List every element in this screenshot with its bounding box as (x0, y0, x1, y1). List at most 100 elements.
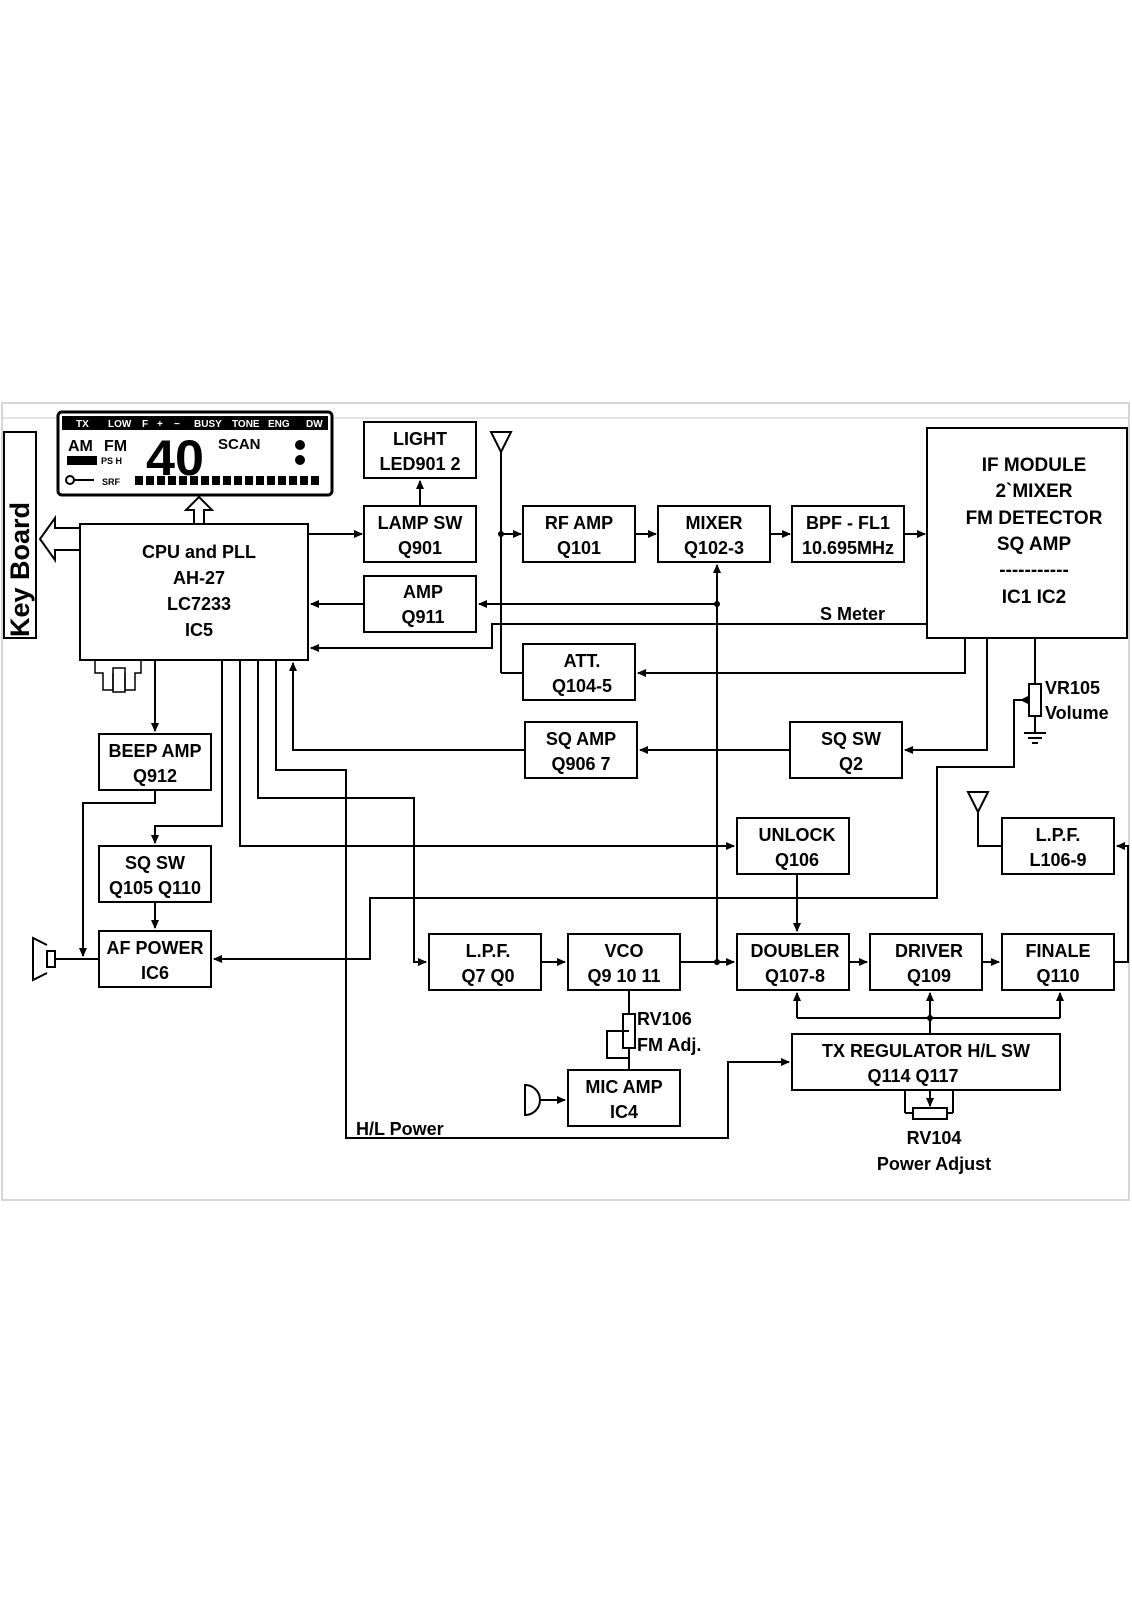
svg-text:Q106: Q106 (775, 850, 819, 870)
svg-text:Q2: Q2 (839, 754, 863, 774)
transmit-antenna-icon (966, 791, 1002, 847)
svg-text:Q901: Q901 (398, 538, 442, 558)
lcd-mode-fm: FM (104, 438, 127, 455)
keyboard-label: Key Board (3, 431, 37, 639)
svg-text:Q105 Q110: Q105 Q110 (109, 878, 201, 898)
block-cpu: CPU and PLL AH-27 LC7233 IC5 (79, 523, 309, 661)
block-finale: FINALE Q110 (1001, 933, 1115, 991)
svg-text:-----------: ----------- (999, 560, 1069, 581)
svg-text:LAMP SW: LAMP SW (378, 513, 463, 533)
block-mixer: MIXER Q102-3 (657, 505, 771, 563)
svg-text:BUSY: BUSY (194, 419, 222, 430)
svg-text:Q9 10 11: Q9 10 11 (587, 966, 660, 986)
ground-icon (1024, 716, 1046, 744)
block-lpf-vco: L.P.F. Q7 Q0 (428, 933, 542, 991)
receive-antenna-icon (489, 431, 513, 673)
block-sq-amp: SQ AMP Q906 7 (524, 721, 638, 779)
lcd-dot-bottom (295, 455, 305, 465)
svg-text:Q104-5: Q104-5 (552, 676, 612, 696)
svg-text:LED901 2: LED901 2 (379, 454, 460, 474)
lcd-top-segments: TX LOW F + − BUSY TONE ENG DW (76, 419, 323, 430)
lcd-sub-text: PS H (101, 456, 122, 466)
svg-text:Q107-8: Q107-8 (765, 966, 825, 986)
signal-lines (55, 480, 1129, 1139)
crystal-icon (94, 660, 142, 693)
rv106-label: RV106 (637, 1009, 692, 1029)
rv106-sub-label: FM Adj. (637, 1035, 701, 1055)
svg-text:RF AMP: RF AMP (545, 513, 613, 533)
svg-text:TONE: TONE (232, 419, 260, 430)
lcd-mode-am: AM (68, 438, 93, 455)
block-doubler: DOUBLER Q107-8 (736, 933, 850, 991)
svg-text:SQ AMP: SQ AMP (997, 534, 1072, 555)
svg-text:IC6: IC6 (141, 963, 169, 983)
block-driver: DRIVER Q109 (869, 933, 983, 991)
s-meter-label: S Meter (820, 604, 885, 624)
svg-text:DW: DW (306, 419, 323, 430)
svg-text:Q911: Q911 (401, 607, 444, 627)
lcd-signal-meter (135, 476, 319, 485)
svg-text:DOUBLER: DOUBLER (751, 941, 840, 961)
svg-text:−: − (174, 419, 180, 430)
svg-text:10.695MHz: 10.695MHz (802, 538, 894, 558)
svg-text:Q110: Q110 (1036, 966, 1079, 986)
svg-text:TX: TX (76, 419, 89, 430)
rv104-label: RV104 (907, 1128, 962, 1148)
svg-text:IF MODULE: IF MODULE (982, 455, 1087, 476)
svg-text:MIC AMP: MIC AMP (585, 1077, 662, 1097)
svg-text:SQ SW: SQ SW (125, 853, 185, 873)
svg-text:Q114 Q117: Q114 Q117 (867, 1066, 958, 1086)
svg-text:MIXER: MIXER (685, 513, 742, 533)
svg-text:BPF - FL1: BPF - FL1 (806, 513, 890, 533)
svg-text:LC7233: LC7233 (167, 594, 231, 614)
vr105-label: VR105 (1045, 678, 1100, 698)
svg-text:AMP: AMP (403, 582, 443, 602)
svg-text:Q912: Q912 (133, 766, 177, 786)
lcd-dot-top (295, 440, 305, 450)
svg-text:IC5: IC5 (185, 620, 213, 640)
svg-text:LOW: LOW (108, 419, 132, 430)
svg-text:SQ SW: SQ SW (821, 729, 881, 749)
svg-text:F: F (142, 419, 148, 430)
rv104-sub-label: Power Adjust (877, 1154, 991, 1174)
lcd-display: TX LOW F + − BUSY TONE ENG DW AM FM PS H… (56, 410, 334, 497)
svg-text:ENG: ENG (268, 419, 290, 430)
svg-text:2`MIXER: 2`MIXER (995, 481, 1072, 502)
svg-text:TX REGULATOR H/L SW: TX REGULATOR H/L SW (822, 1041, 1030, 1061)
block-tx-regulator: TX REGULATOR H/L SW Q114 Q117 (791, 1033, 1061, 1091)
svg-text:BEEP AMP: BEEP AMP (108, 741, 201, 761)
block-mic-amp: MIC AMP IC4 (567, 1069, 681, 1127)
microphone-icon (524, 1083, 541, 1117)
page-frame (1, 402, 1130, 1201)
block-bpf: BPF - FL1 10.695MHz (791, 505, 905, 563)
svg-text:L.P.F.: L.P.F. (1036, 825, 1081, 845)
svg-text:Q101: Q101 (557, 538, 601, 558)
lcd-key-text: SRF (102, 477, 121, 487)
block-lamp-sw: LAMP SW Q901 (363, 505, 477, 563)
svg-text:FM DETECTOR: FM DETECTOR (966, 508, 1103, 529)
block-amp: AMP Q911 (363, 575, 477, 633)
svg-text:Key Board: Key Board (5, 502, 35, 637)
block-lpf-antenna: L.P.F. L106-9 (1001, 817, 1115, 875)
svg-text:Q7 Q0: Q7 Q0 (461, 966, 514, 986)
block-af-power: AF POWER IC6 (98, 930, 212, 988)
block-att: ATT. Q104-5 (522, 643, 636, 701)
svg-text:FINALE: FINALE (1026, 941, 1091, 961)
rv106-potentiometer (606, 990, 636, 1070)
svg-text:DRIVER: DRIVER (895, 941, 963, 961)
speaker-icon (32, 936, 56, 982)
svg-text:L.P.F.: L.P.F. (466, 941, 511, 961)
keyboard-bus-arrow (38, 514, 80, 564)
svg-text:AF POWER: AF POWER (107, 938, 204, 958)
svg-text:L106-9: L106-9 (1029, 850, 1086, 870)
svg-text:ATT.: ATT. (564, 651, 601, 671)
svg-text:IC4: IC4 (610, 1102, 638, 1122)
block-sq-sw-q2: SQ SW Q2 (789, 721, 903, 779)
svg-text:LIGHT: LIGHT (393, 429, 447, 449)
display-bus-arrow (183, 495, 215, 524)
block-unlock: UNLOCK Q106 (736, 817, 850, 875)
svg-text:UNLOCK: UNLOCK (759, 825, 836, 845)
svg-text:SQ AMP: SQ AMP (546, 729, 616, 749)
svg-text:IC1 IC2: IC1 IC2 (1002, 587, 1066, 608)
svg-text:VCO: VCO (604, 941, 643, 961)
